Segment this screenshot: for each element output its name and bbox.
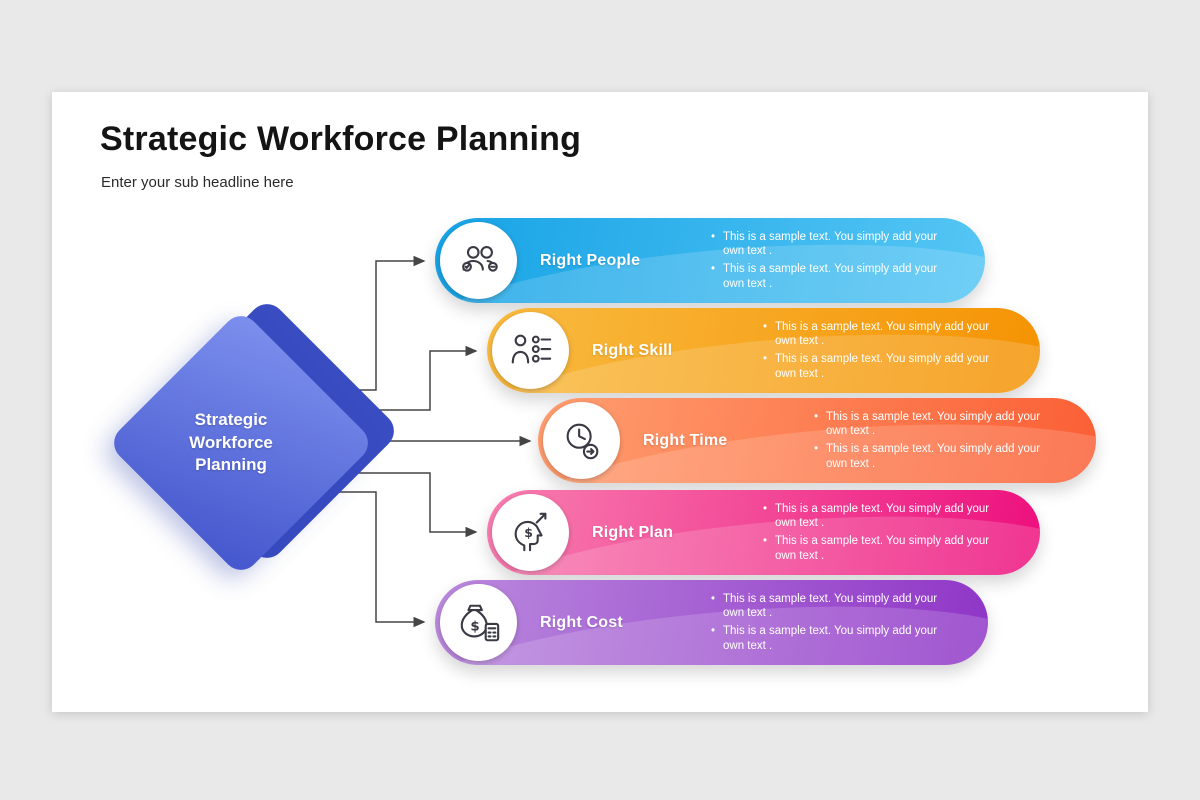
item-right-people: Right People This is a sample text. You … [435, 218, 985, 303]
icon-circle [440, 222, 517, 299]
icon-circle: $ [492, 494, 569, 571]
bullet: This is a sample text. You simply add yo… [763, 534, 1005, 563]
item-right-cost: $ Right Cost This is a sample text. You … [435, 580, 988, 665]
team-icon [461, 245, 498, 272]
item-label: Right Plan [592, 523, 674, 541]
svg-text:$: $ [524, 524, 533, 539]
diamond-label-line: Planning [195, 455, 267, 475]
bullet-list: This is a sample text. You simply add yo… [814, 407, 1056, 475]
bullet: This is a sample text. You simply add yo… [711, 230, 953, 259]
item-label: Right Skill [592, 341, 673, 359]
icon-circle: $ [440, 584, 517, 661]
bullet-list: This is a sample text. You simply add yo… [763, 499, 1005, 567]
bullet: This is a sample text. You simply add yo… [763, 502, 1005, 531]
bullet: This is a sample text. You simply add yo… [814, 442, 1056, 471]
bullet: This is a sample text. You simply add yo… [711, 624, 953, 653]
item-label: Right Time [643, 431, 728, 449]
item-right-time: Right Time This is a sample text. You si… [538, 398, 1096, 483]
diamond-label-line: Workforce [189, 432, 273, 452]
bullet-list: This is a sample text. You simply add yo… [711, 589, 953, 657]
bullet-list: This is a sample text. You simply add yo… [763, 317, 1005, 385]
icon-circle [543, 402, 620, 479]
center-diamond: Strategic Workforce Planning [105, 296, 402, 579]
money-bag-icon: $ [460, 604, 499, 641]
skill-checklist-icon [511, 334, 551, 364]
bullet: This is a sample text. You simply add yo… [763, 320, 1005, 349]
page-subtitle: Enter your sub headline here [101, 174, 294, 191]
item-right-skill: Right Skill This is a sample text. You s… [487, 308, 1040, 393]
bullet: This is a sample text. You simply add yo… [711, 592, 953, 621]
bullet-list: This is a sample text. You simply add yo… [711, 227, 953, 295]
plan-head-icon: $ [514, 512, 546, 551]
slide: Strategic Workforce Planning Enter your … [52, 92, 1148, 712]
clock-icon [566, 423, 598, 459]
item-label: Right People [540, 251, 641, 269]
item-label: Right Cost [540, 613, 623, 631]
svg-text:$: $ [470, 619, 479, 634]
diamond-label-line: Strategic [194, 409, 268, 429]
bullet: This is a sample text. You simply add yo… [711, 262, 953, 291]
page-title: Strategic Workforce Planning [100, 120, 582, 158]
bullet: This is a sample text. You simply add yo… [763, 352, 1005, 381]
item-right-plan: $ Right Plan This is a sample text. You … [487, 490, 1040, 575]
icon-circle [492, 312, 569, 389]
diamond-label: Strategic Workforce Planning [105, 307, 377, 579]
bullet: This is a sample text. You simply add yo… [814, 410, 1056, 439]
